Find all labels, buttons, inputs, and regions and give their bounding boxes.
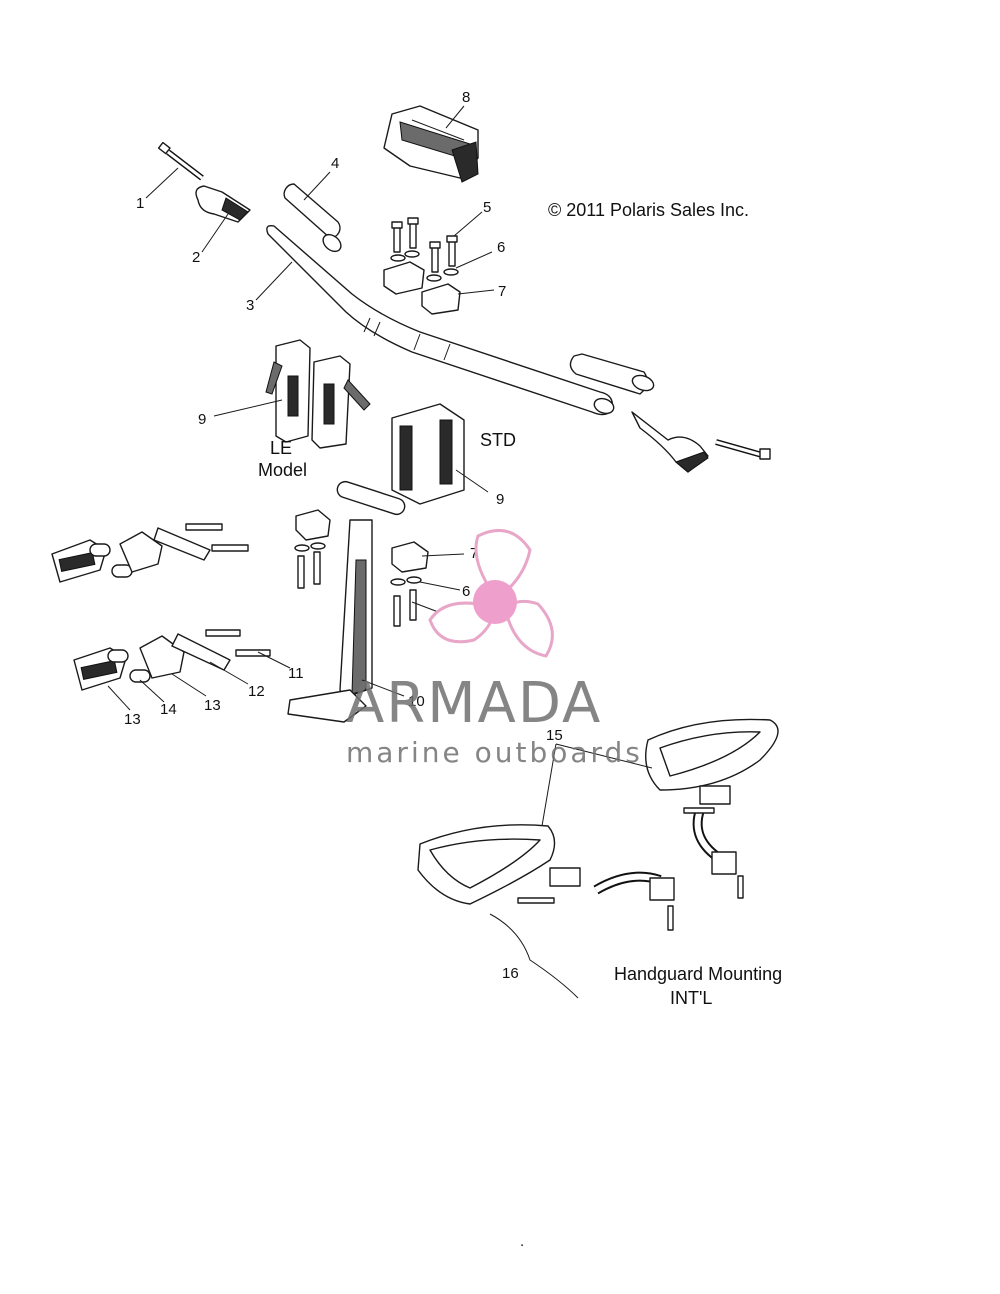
part-3-handlebar [266, 224, 615, 416]
callout-7-lower: 7 [470, 545, 478, 562]
lower-clamp-hardware [294, 509, 429, 627]
part-1-bolt-right [715, 439, 771, 460]
watermark-subtitle: marine outboards [346, 736, 643, 769]
callout-12: 12 [248, 683, 265, 700]
model-label: Model [258, 460, 307, 480]
callout-2: 2 [192, 249, 200, 266]
callout-1: 1 [136, 195, 144, 212]
callout-13-right: 13 [204, 697, 221, 714]
callout-14: 14 [160, 701, 177, 718]
callout-9-le: 9 [198, 411, 206, 428]
watermark-title: ARMADA [346, 671, 602, 736]
copyright-notice: © 2011 Polaris Sales Inc. [548, 200, 749, 220]
part-8-pad [383, 105, 479, 183]
handguard-mounting-hardware [517, 785, 744, 931]
handguard-label: Handguard Mounting [614, 964, 782, 984]
callout-16: 16 [502, 965, 519, 982]
std-label: STD [480, 430, 516, 450]
callout-5: 5 [483, 199, 491, 216]
propeller-logo [428, 528, 554, 658]
intl-label: INT'L [670, 988, 712, 1008]
callout-7: 7 [498, 283, 506, 300]
callout-11: 11 [288, 665, 304, 682]
left-hardware-lower [73, 629, 271, 691]
leader-lines [107, 105, 653, 827]
part-15-handguard-left [417, 824, 556, 905]
footer-dot: . [520, 1233, 524, 1250]
part-15-handguard-right [645, 718, 779, 791]
bracket-16 [489, 913, 579, 999]
part-10-steering-post [287, 480, 406, 723]
callout-10: 10 [408, 693, 425, 710]
callout-13-left: 13 [124, 711, 141, 728]
part-1-bolt [157, 141, 204, 181]
callout-numbers: 1 2 3 4 5 6 7 8 9 9 7 6 5 10 11 12 13 13… [124, 89, 563, 982]
part-4-grip-left [283, 183, 342, 253]
callout-3: 3 [246, 297, 254, 314]
part-9-std-riser [391, 403, 465, 505]
callout-8: 8 [462, 89, 470, 106]
part-2-bar-end-right [631, 411, 709, 473]
left-hardware-upper [51, 523, 249, 583]
callout-6: 6 [497, 239, 505, 256]
part-2-bar-end [195, 185, 251, 223]
le-label: LE [270, 438, 292, 458]
callout-6-lower: 6 [462, 583, 470, 600]
callout-15: 15 [546, 727, 563, 744]
part-9-le-risers [265, 339, 371, 449]
callout-4: 4 [331, 155, 339, 172]
watermark: ARMADA marine outboards [346, 528, 643, 769]
callout-9-std: 9 [496, 491, 504, 508]
upper-clamp-hardware [383, 217, 461, 315]
part-4-grip-right [569, 353, 655, 395]
